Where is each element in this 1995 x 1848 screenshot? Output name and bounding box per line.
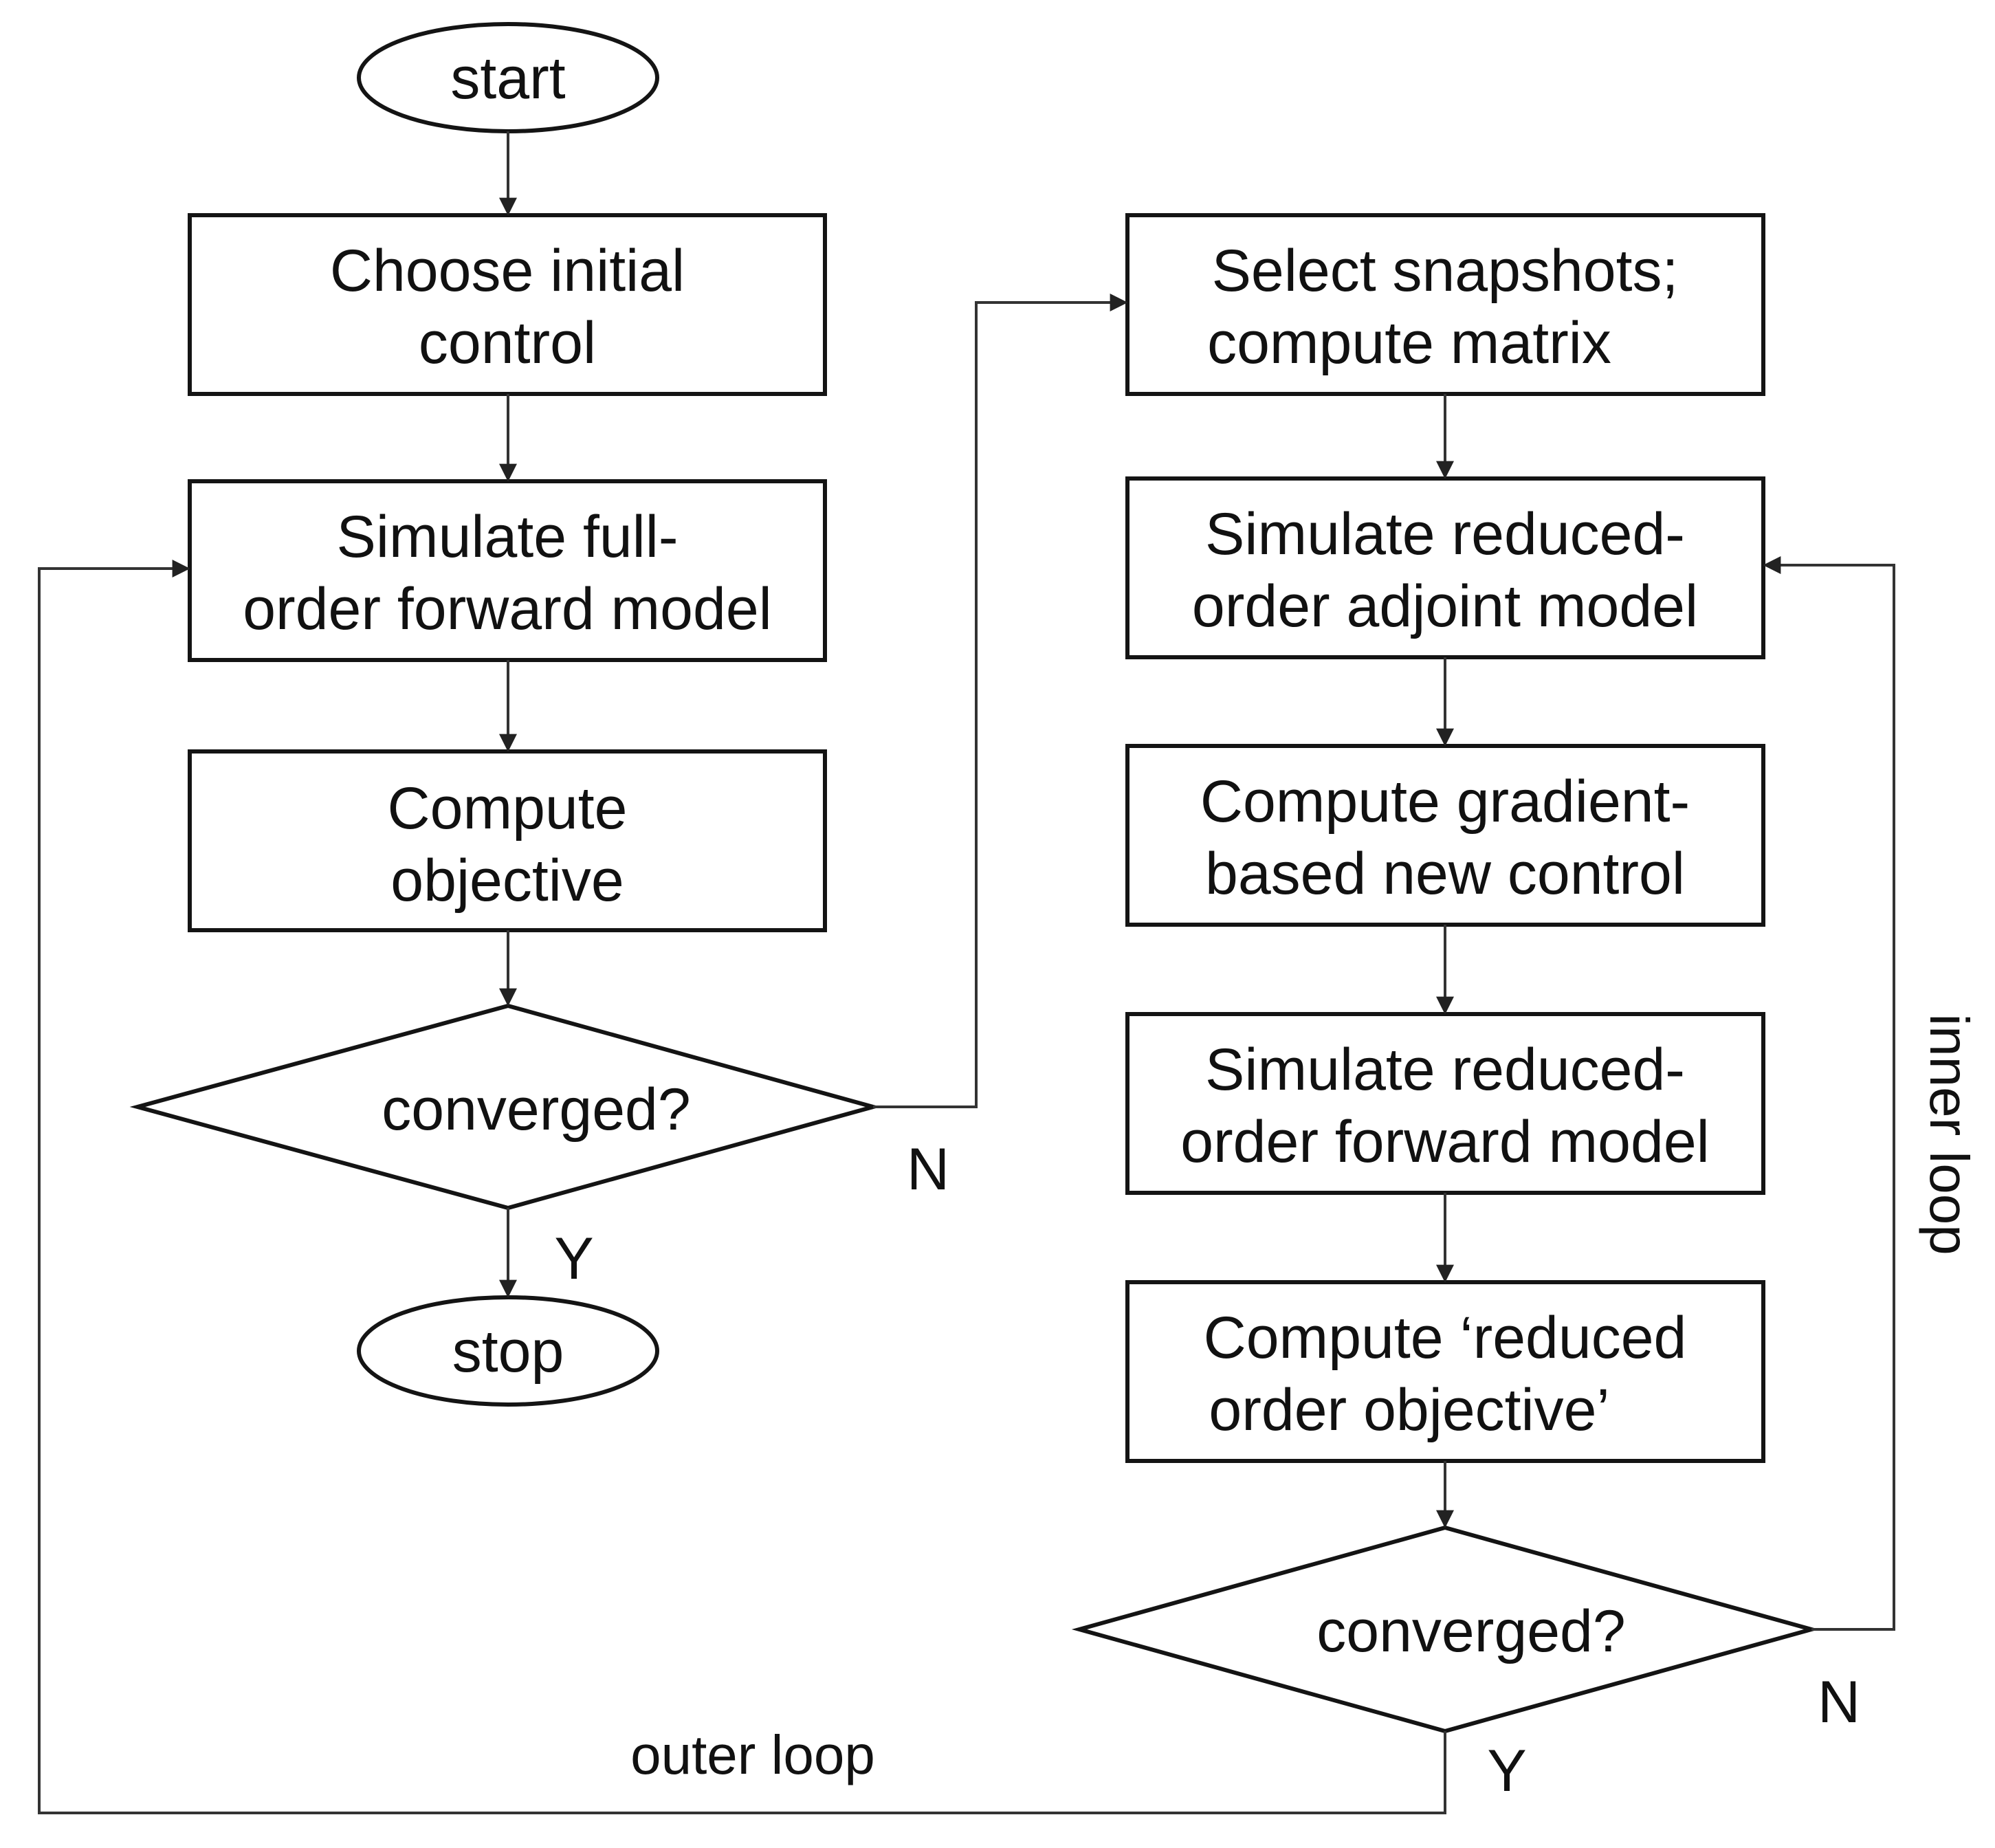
- converged-inner-label: converged?: [1316, 1598, 1625, 1664]
- outer-no-label: N: [907, 1136, 949, 1202]
- simulate-adjoint-line-1: Simulate reduced-: [1205, 501, 1685, 567]
- choose-initial-line-1: Choose initial: [330, 238, 685, 304]
- simulate-reduced-adjoint-box: Simulate reduced- order adjoint model: [1125, 476, 1765, 659]
- compute-gradient-line-2: based new control: [1205, 841, 1685, 907]
- outer-yes-label: Y: [554, 1226, 593, 1292]
- compute-gradient-line-1: Compute gradient-: [1200, 769, 1690, 835]
- simulate-full-line-1: Simulate full-: [336, 504, 678, 570]
- converged-outer-decision: converged?: [129, 1003, 881, 1211]
- compute-objective-box: Compute objective: [188, 749, 827, 932]
- simulate-full-order-forward-box: Simulate full- order forward model: [188, 479, 827, 662]
- select-snapshots-line-2: compute matrix: [1207, 310, 1611, 376]
- compute-objective-line-2: objective: [390, 848, 624, 914]
- arrow-inner-yes-to-simulate-full: [38, 560, 1446, 1814]
- arrow-outer-no-to-select-snapshots: [873, 294, 1128, 1108]
- simulate-adjoint-line-2: order adjoint model: [1192, 573, 1698, 639]
- choose-initial-line-2: control: [419, 310, 596, 376]
- start-terminal: start: [357, 22, 659, 133]
- compute-gradient-box: Compute gradient- based new control: [1125, 744, 1765, 927]
- select-snapshots-line-1: Select snapshots;: [1212, 238, 1679, 304]
- inner-no-label: N: [1818, 1669, 1860, 1735]
- stop-label: stop: [452, 1319, 564, 1385]
- compute-reduced-objective-line-2: order objective’: [1209, 1377, 1609, 1443]
- inner-yes-label: Y: [1487, 1738, 1526, 1804]
- simulate-reduced-forward-line-2: order forward model: [1180, 1109, 1710, 1175]
- start-label: start: [450, 45, 565, 111]
- inner-loop-label: inner loop: [1919, 1013, 1980, 1255]
- simulate-reduced-forward-box: Simulate reduced- order forward model: [1125, 1012, 1765, 1195]
- outer-loop-label: outer loop: [630, 1724, 875, 1785]
- compute-objective-line-1: Compute: [388, 776, 628, 842]
- converged-outer-label: converged?: [382, 1077, 690, 1143]
- simulate-reduced-forward-line-1: Simulate reduced-: [1205, 1037, 1685, 1103]
- select-snapshots-box: Select snapshots; compute matrix: [1125, 213, 1765, 396]
- choose-initial-control-box: Choose initial control: [188, 213, 827, 396]
- compute-reduced-objective-box: Compute ‘reduced order objective’: [1125, 1280, 1765, 1463]
- compute-reduced-objective-line-1: Compute ‘reduced: [1204, 1305, 1687, 1371]
- arrow-inner-no-to-adjoint: [1763, 556, 1895, 1631]
- stop-terminal: stop: [357, 1295, 659, 1407]
- simulate-full-line-2: order forward model: [243, 576, 772, 642]
- converged-inner-decision: converged?: [1071, 1525, 1820, 1734]
